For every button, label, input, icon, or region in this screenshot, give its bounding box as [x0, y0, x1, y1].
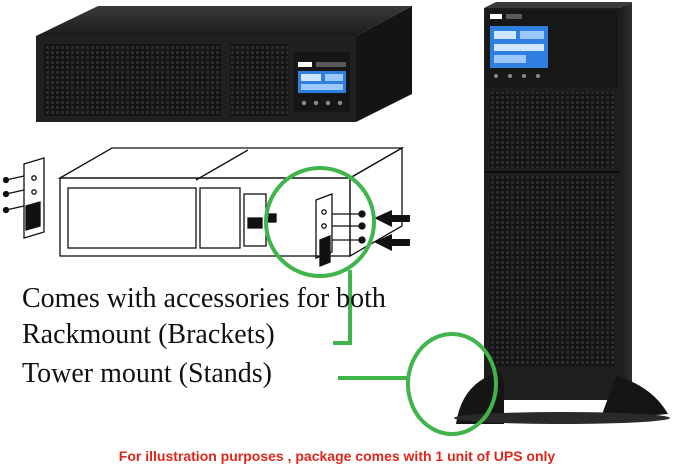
- control-button: [494, 74, 498, 78]
- control-button: [522, 74, 526, 78]
- right-bracket-icon: [315, 193, 366, 267]
- disclaimer-footnote: For illustration purposes , package come…: [118, 448, 556, 464]
- caption-line-accessories: Comes with accessories for both: [22, 283, 386, 314]
- left-bracket-icon: [2, 157, 45, 239]
- tower-ups-photo: [454, 2, 670, 424]
- control-button: [337, 100, 343, 106]
- control-button: [325, 100, 331, 106]
- ups-logo-icon: [490, 14, 502, 19]
- rackmount-ups-photo: [36, 6, 412, 122]
- control-button: [301, 100, 307, 106]
- arrow-left-icon: [374, 210, 410, 227]
- tower-stand: [454, 372, 670, 424]
- arrow-left-icon: [374, 234, 410, 251]
- caption-line-tower: Tower mount (Stands): [22, 358, 273, 389]
- ups-logo-icon: [298, 62, 312, 67]
- caption-line-rackmount: Rackmount (Brackets): [22, 319, 275, 350]
- highlight-callout: [264, 166, 498, 436]
- control-button: [536, 74, 540, 78]
- control-button: [313, 100, 319, 106]
- control-button: [508, 74, 512, 78]
- bracket-line-drawing: [2, 146, 405, 267]
